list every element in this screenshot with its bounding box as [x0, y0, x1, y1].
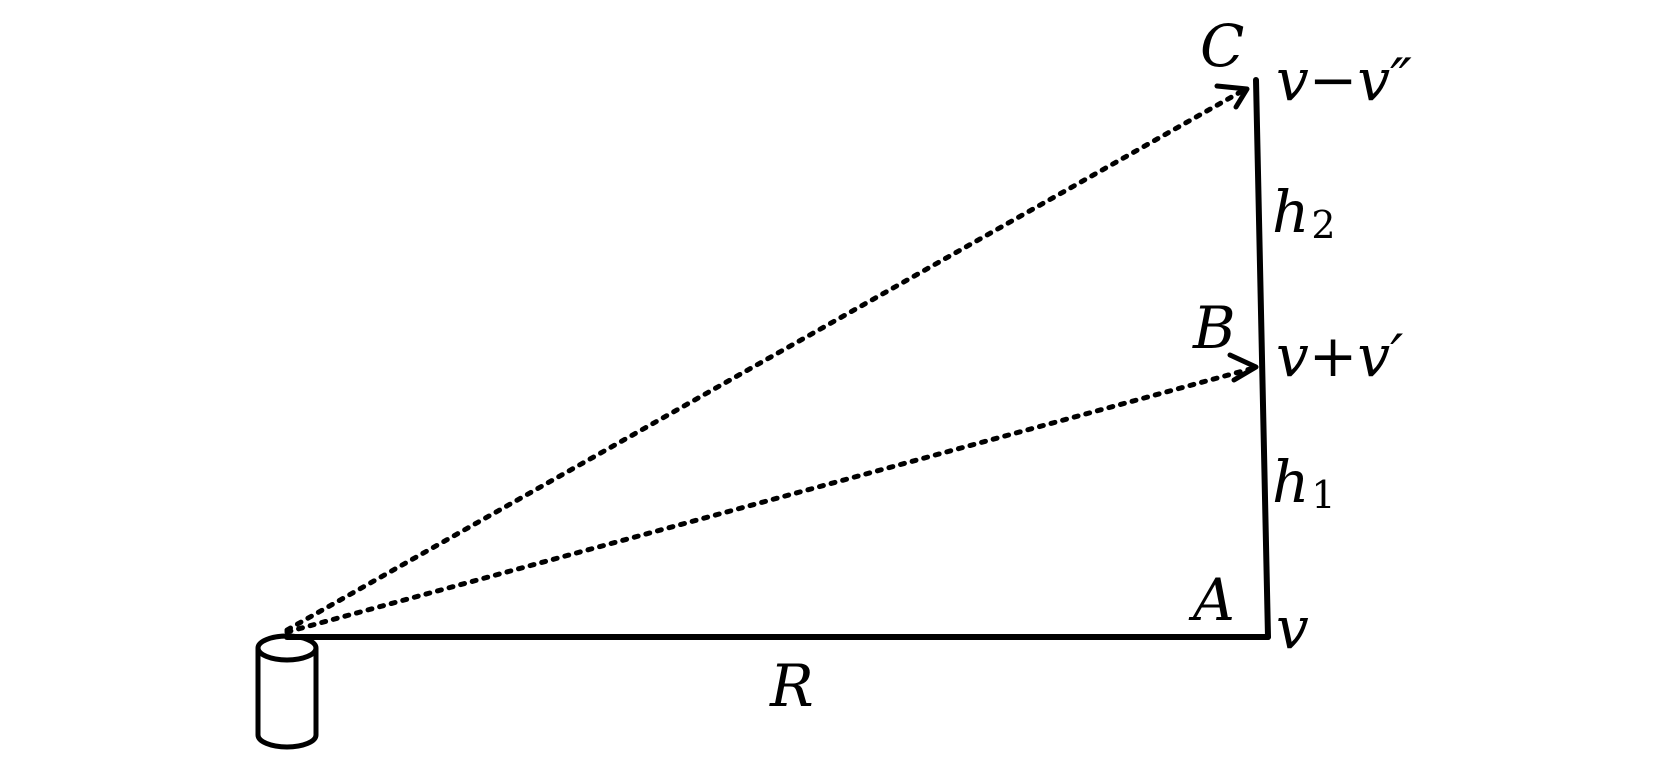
label-point-b: B — [1192, 294, 1236, 362]
arrowhead-b — [1227, 352, 1259, 383]
label-height-2-sub: 2 — [1311, 203, 1335, 247]
label-velocity-c: v−v″ — [1276, 46, 1412, 114]
label-point-a: A — [1188, 566, 1235, 634]
ray-to-b — [284, 365, 1257, 635]
ray-to-c — [284, 87, 1247, 633]
label-height-2-base: h — [1272, 178, 1309, 246]
label-point-c: C — [1200, 12, 1244, 80]
vertical-line — [1253, 77, 1271, 640]
label-velocity-b: v+v′ — [1276, 322, 1403, 390]
radar-cylinder-icon — [255, 633, 319, 750]
label-height-2: h2 — [1272, 178, 1336, 247]
arrowhead-c — [1214, 83, 1250, 110]
radar-body — [255, 648, 319, 750]
label-velocity-a: v — [1276, 594, 1309, 662]
label-height-1-base: h — [1272, 448, 1309, 516]
label-range: R — [769, 652, 814, 720]
label-height-1: h1 — [1272, 448, 1336, 517]
label-height-1-sub: 1 — [1311, 473, 1335, 517]
